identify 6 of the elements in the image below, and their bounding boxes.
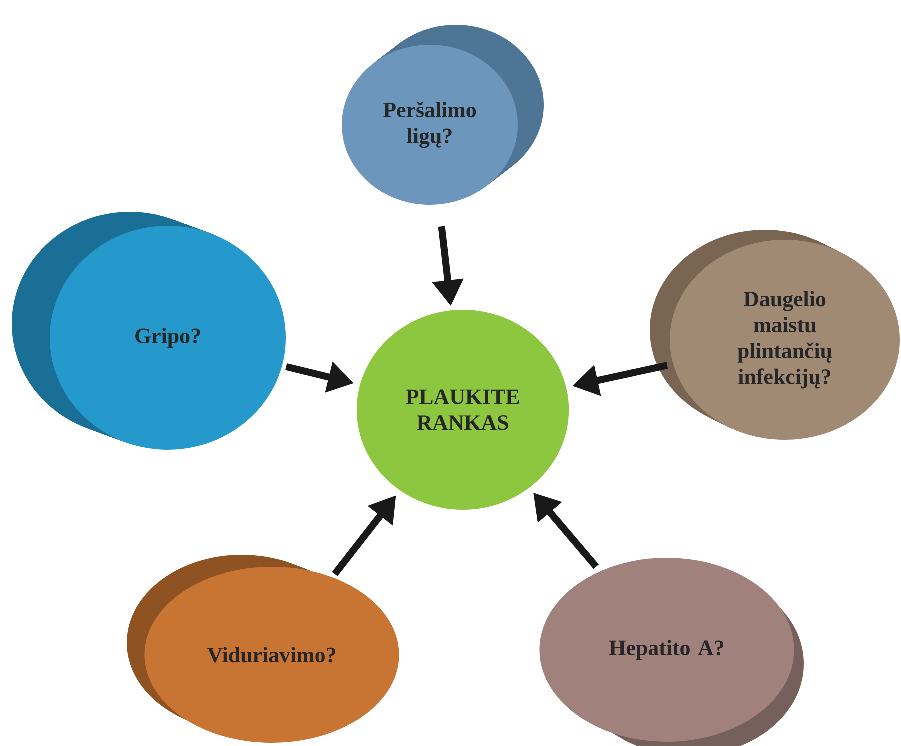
ellipse-node: Peršalimo ligų? (342, 25, 544, 205)
ellipse-node: Daugelio maistu plintančių infekcijų? (650, 230, 900, 440)
ellipse-node: Gripo? (12, 212, 286, 450)
ellipse-node: PLAUKITE RANKAS (356, 310, 570, 510)
ellipse-node: Hepatito A? (540, 558, 804, 746)
ellipse-node: Viduriavimo? (127, 555, 400, 743)
